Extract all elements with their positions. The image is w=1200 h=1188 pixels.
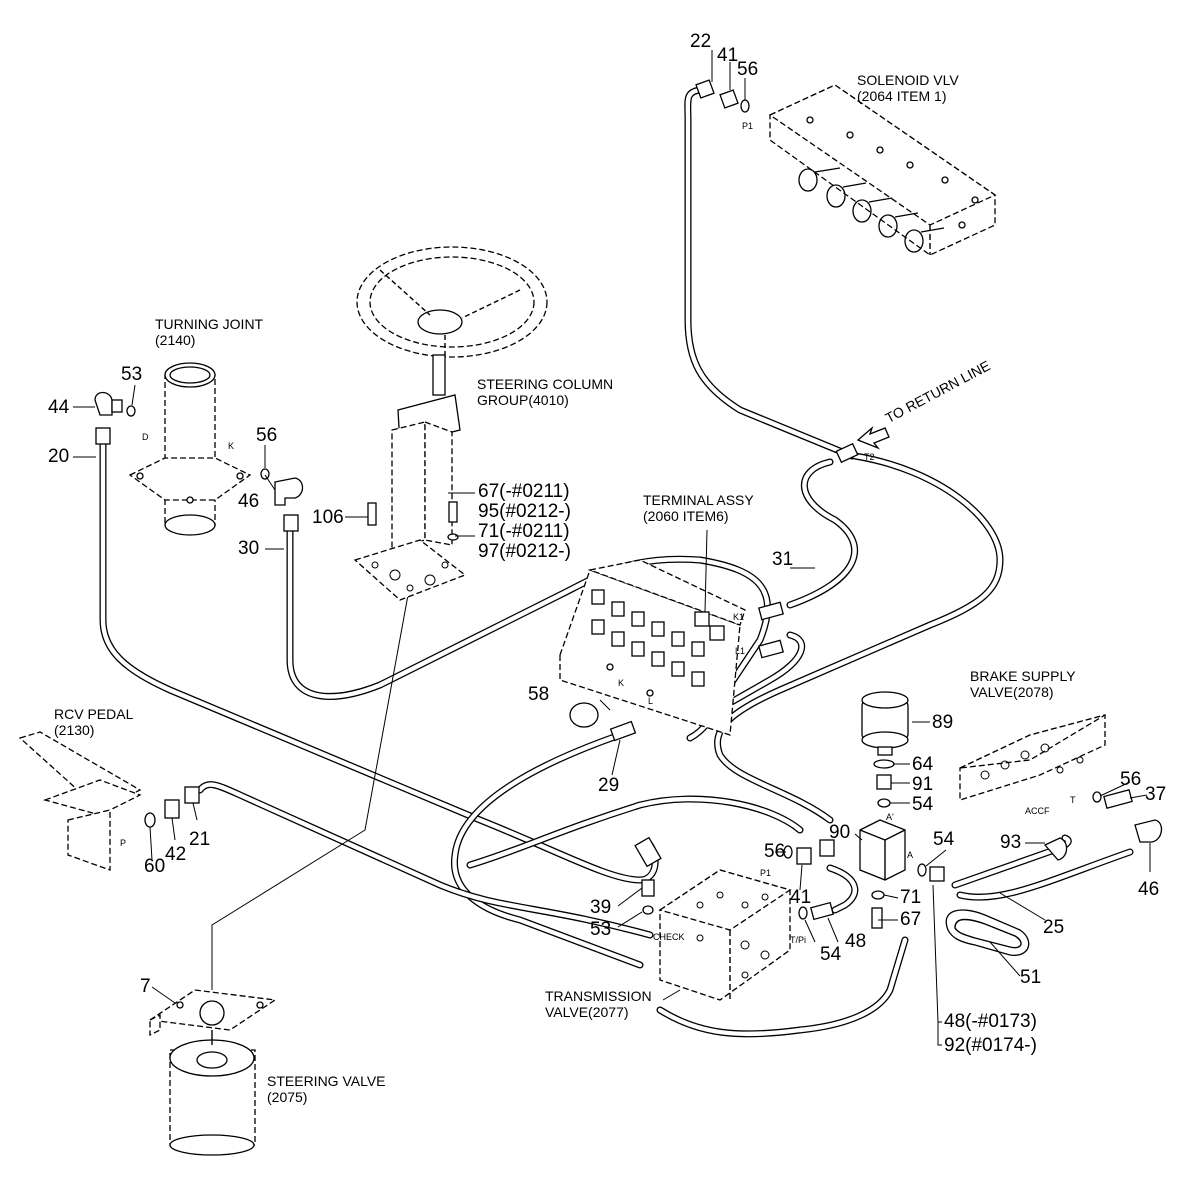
- brake-supply-valve: [859, 691, 1163, 956]
- rcv-pedal-ref: (2130): [54, 722, 95, 738]
- part-number: 67(-#0211): [478, 481, 570, 502]
- part-number: 91: [912, 774, 934, 795]
- turning-joint-port-d: D: [142, 432, 149, 442]
- part-number: 22: [690, 31, 712, 52]
- steering-valve-ref: (2075): [267, 1089, 308, 1105]
- part-number: 89: [932, 712, 954, 733]
- brake-port-accf: ACCF: [1025, 806, 1050, 816]
- brake-supply-ref: VALVE(2078): [970, 684, 1054, 700]
- part-number: 60: [144, 856, 166, 877]
- part-number: 95(#0212-): [478, 501, 571, 522]
- trans-port-p1: P1: [760, 868, 772, 878]
- turning-joint-name: TURNING JOINT: [155, 316, 264, 332]
- terminal-assy-ref: (2060 ITEM6): [643, 508, 729, 524]
- block-port-a-top: A': [886, 812, 894, 822]
- part-number: 48: [845, 931, 867, 952]
- turning-joint-ref: (2140): [155, 332, 196, 348]
- trans-port-tpi: T/Pi: [790, 935, 807, 945]
- rcv-port-p: P: [120, 838, 127, 848]
- steering-column-name: STEERING COLUMN: [477, 376, 614, 392]
- part-number: 90: [829, 822, 851, 843]
- turning-joint-port-k: K: [228, 441, 235, 451]
- rcv-pedal: [18, 731, 200, 871]
- leader-lines: [73, 50, 1151, 1046]
- part-number: 53: [590, 919, 612, 940]
- part-number: 92(#0174-): [944, 1035, 1037, 1056]
- part-number: 31: [772, 549, 794, 570]
- terminal-port-k: K: [618, 678, 625, 688]
- part-number: 42: [165, 844, 187, 865]
- part-number: 106: [312, 507, 344, 528]
- part-number: 64: [912, 754, 934, 775]
- terminal-port-l: L: [648, 696, 654, 706]
- part-number: 97(#0212-): [478, 541, 571, 562]
- transmission-valve-ref: VALVE(2077): [545, 1004, 629, 1020]
- part-number: 7: [140, 976, 151, 997]
- part-number: 56: [256, 425, 278, 446]
- part-number: 58: [528, 684, 550, 705]
- turning-joint: [94, 362, 304, 536]
- solenoid-valve-ref: (2064 ITEM 1): [857, 88, 947, 104]
- part-number: 56: [764, 841, 786, 862]
- steering-column-ref: GROUP(4010): [477, 392, 569, 408]
- return-line-arrow: [835, 425, 890, 464]
- terminal-port-k1: K1: [733, 612, 745, 622]
- part-number: 21: [189, 829, 211, 850]
- transmission-valve-name: TRANSMISSION: [545, 988, 652, 1004]
- rcv-pedal-name: RCV PEDAL: [54, 706, 134, 722]
- trans-port-check: CHECK: [653, 932, 685, 942]
- part-number: 29: [598, 775, 620, 796]
- terminal-port-l1: L1: [735, 646, 746, 656]
- steering-valve-name: STEERING VALVE: [267, 1073, 386, 1089]
- part-number: 41: [790, 887, 812, 908]
- part-number: 71(-#0211): [478, 521, 570, 542]
- return-line-port-t2: T2: [864, 452, 875, 462]
- steering-valve: [148, 989, 277, 1156]
- part-number: 48(-#0173): [944, 1011, 1037, 1032]
- part-number: 56: [1120, 769, 1142, 790]
- transmission-valve: [634, 836, 835, 1001]
- block-port-a: A: [907, 850, 914, 860]
- part-number: 20: [48, 446, 70, 467]
- part-number: 93: [1000, 832, 1022, 853]
- solenoid-port-p1: P1: [742, 121, 754, 131]
- terminal-assy-name: TERMINAL ASSY: [643, 492, 754, 508]
- brake-port-t: T: [1070, 795, 1076, 805]
- part-number: 25: [1043, 917, 1065, 938]
- part-number: 46: [238, 491, 260, 512]
- part-number: 30: [238, 538, 260, 559]
- part-number: 54: [820, 944, 842, 965]
- part-number: 54: [933, 829, 955, 850]
- brake-supply-name: BRAKE SUPPLY: [970, 668, 1076, 684]
- part-number: 39: [590, 897, 612, 918]
- hose-lines: [99, 86, 1134, 1038]
- solenoid-valve-name: SOLENOID VLV: [857, 72, 959, 88]
- part-number: 56: [737, 59, 759, 80]
- part-number: 67: [900, 909, 922, 930]
- part-number: 54: [912, 794, 934, 815]
- part-number: 44: [48, 397, 70, 418]
- part-number: 46: [1138, 879, 1160, 900]
- part-number: 51: [1020, 967, 1042, 988]
- part-number: 71: [900, 887, 922, 908]
- part-number: 37: [1145, 784, 1167, 805]
- terminal-assembly: [559, 559, 784, 742]
- steering-column: [353, 246, 548, 601]
- part-number: 41: [717, 45, 739, 66]
- solenoid-valve-block: [695, 79, 997, 256]
- part-number: 53: [121, 364, 143, 385]
